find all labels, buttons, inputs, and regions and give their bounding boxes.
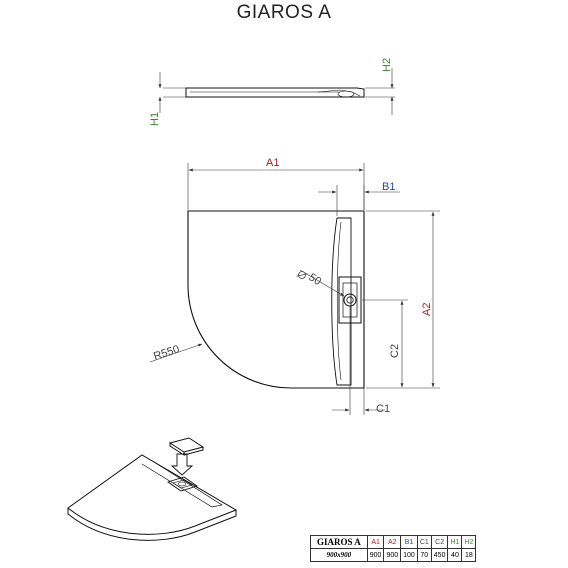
c2-label: C2 bbox=[389, 344, 401, 358]
value-h2: 18 bbox=[461, 548, 477, 562]
value-a1: 900 bbox=[366, 548, 385, 562]
spec-header-row: GIAROS A A1 A2 B1 C1 C2 H1 H2 bbox=[310, 535, 477, 549]
tray-iso-outline bbox=[67, 454, 238, 535]
h2-label: H2 bbox=[381, 58, 393, 72]
model-name: GIAROS A bbox=[310, 535, 368, 549]
b1-dimension bbox=[318, 185, 400, 216]
value-c1: 70 bbox=[416, 548, 432, 562]
side-view bbox=[185, 87, 365, 98]
product-title: GIAROS A bbox=[236, 2, 332, 23]
header-h1: H1 bbox=[447, 535, 463, 549]
value-a2: 900 bbox=[383, 548, 402, 562]
model-size: 900x900 bbox=[310, 548, 368, 562]
drain-cover bbox=[168, 437, 205, 453]
header-a1: A1 bbox=[366, 535, 385, 549]
c2-dimension bbox=[362, 299, 408, 388]
radius-label: R550 bbox=[152, 343, 181, 363]
b1-label: B1 bbox=[382, 181, 395, 193]
h1-dimension bbox=[158, 72, 186, 113]
a2-label: A2 bbox=[421, 303, 433, 316]
drain-hole-icon bbox=[343, 293, 357, 307]
header-c2: C2 bbox=[430, 535, 449, 549]
header-c1: C1 bbox=[416, 535, 432, 549]
h1-label: H1 bbox=[149, 112, 161, 126]
value-c2: 450 bbox=[430, 548, 449, 562]
insert-arrow-icon bbox=[170, 453, 194, 476]
a1-dimension bbox=[187, 163, 365, 210]
header-b1: B1 bbox=[400, 535, 418, 549]
a1-label: A1 bbox=[266, 157, 279, 169]
h2-dimension bbox=[365, 68, 395, 115]
drain-channel bbox=[331, 217, 352, 386]
value-b1: 100 bbox=[400, 548, 418, 562]
c1-label: C1 bbox=[376, 403, 390, 415]
tray-outline bbox=[187, 210, 365, 389]
spec-value-row: 900x900 900 900 100 70 450 40 18 bbox=[310, 548, 477, 562]
c1-dimension bbox=[332, 306, 385, 415]
header-a2: A2 bbox=[383, 535, 402, 549]
drain-diameter-label: 50 bbox=[306, 271, 323, 288]
header-h2: H2 bbox=[461, 535, 477, 549]
value-h1: 40 bbox=[447, 548, 463, 562]
isometric-view bbox=[67, 437, 238, 541]
top-view bbox=[187, 210, 365, 389]
a2-dimension bbox=[366, 210, 440, 389]
diameter-icon bbox=[296, 271, 308, 279]
tray-side-profile bbox=[185, 87, 365, 98]
radius-callout bbox=[149, 343, 203, 363]
spec-table: GIAROS A A1 A2 B1 C1 C2 H1 H2 900x900 90… bbox=[310, 535, 477, 562]
drain-diameter-callout bbox=[299, 269, 345, 297]
